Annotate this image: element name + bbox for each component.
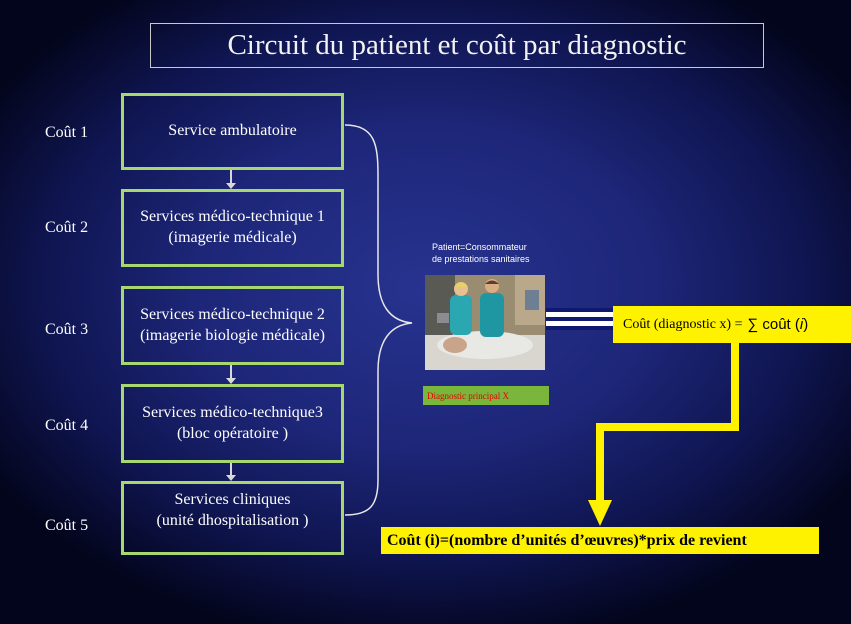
hospital-patient-photo [425, 275, 545, 370]
service-box-cliniques: Services cliniques (unité dhospitalisati… [121, 481, 344, 555]
service-box-medico-technique-3: Services médico-technique3 (bloc opérato… [121, 384, 344, 463]
service-2-line1: Services médico-technique 1 [140, 208, 325, 226]
grouping-brace [344, 124, 413, 516]
service-5-line1: Services cliniques [174, 491, 291, 508]
connector-arrow-4-5 [226, 475, 236, 481]
service-2-line2: (imagerie médicale) [168, 229, 297, 246]
sum-expression: ∑ coût ( [747, 316, 800, 333]
cost-label-4: Coût 4 [45, 417, 89, 434]
slide-title: Circuit du patient et coût par diagnosti… [150, 23, 764, 68]
service-box-medico-technique-1: Services médico-technique 1 (imagerie mé… [121, 189, 344, 267]
cost-label-5: Coût 5 [45, 517, 89, 534]
slide-title-text: Circuit du patient et coût par diagnosti… [227, 29, 687, 61]
patient-label-line2: de prestations sanitaires [432, 254, 530, 265]
diagnostic-principal-box: Diagnostic principal X [423, 386, 549, 405]
arrow-to-result-stripe [546, 317, 614, 321]
connector-4-5 [230, 463, 232, 475]
yellow-down-arrow [588, 343, 739, 526]
service-3-line1: Services médico-technique 2 [140, 305, 325, 323]
service-5-line2: (unité dhospitalisation ) [156, 511, 309, 529]
connector-1-2 [230, 170, 232, 183]
connector-arrow-3-4 [226, 378, 236, 384]
cost-diagnostic-text: Coût (diagnostic x) = [623, 316, 743, 332]
service-box-medico-technique-2: Services médico-technique 2 (imagerie bi… [121, 286, 344, 365]
cost-label-3: Coût 3 [45, 321, 89, 338]
service-4-line2: (bloc opératoire ) [176, 424, 289, 442]
cost-label-1: Coût 1 [45, 124, 89, 141]
patient-label-line1: Patient=Consommateur [432, 242, 527, 252]
connector-arrow-1-2 [226, 183, 236, 189]
connector-3-4 [230, 365, 232, 378]
diagnostic-principal-text: Diagnostic principal X [427, 390, 509, 401]
cost-diagnostic-box: Coût (diagnostic x) = ∑ coût ( i ) [613, 306, 851, 343]
sum-variable: i [799, 316, 804, 333]
cost-formula-text: Coût (i)=(nombre d’unités d’œuvres)*prix… [387, 531, 747, 549]
cost-formula-box: Coût (i)=(nombre d’unités d’œuvres)*prix… [381, 527, 819, 554]
service-4-line1: Services médico-technique3 [142, 403, 323, 421]
service-1-line1: Service ambulatoire [168, 122, 297, 140]
service-box-ambulatoire: Service ambulatoire [121, 93, 344, 170]
sum-close: ) [803, 316, 809, 333]
cost-label-2: Coût 2 [45, 219, 89, 236]
patient-label: Patient=Consommateur de prestations sani… [432, 241, 530, 265]
service-3-line2: (imagerie biologie médicale) [140, 326, 325, 344]
